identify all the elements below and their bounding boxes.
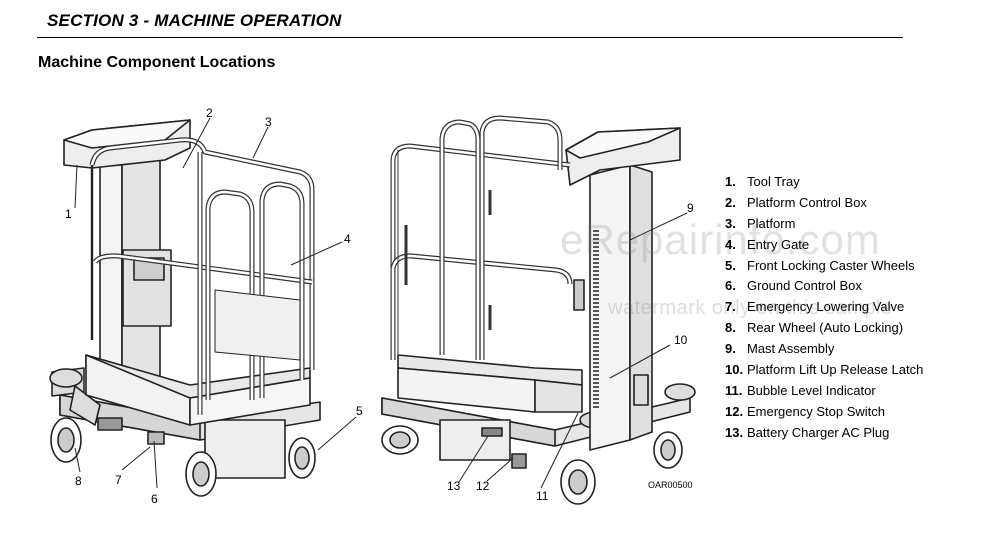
callout-6: 6 [151, 492, 158, 506]
legend-item: 10.Platform Lift Up Release Latch [725, 362, 924, 378]
callout-2: 2 [206, 106, 213, 120]
callout-7: 7 [115, 473, 122, 487]
callout-10: 10 [674, 333, 688, 347]
legend-item: 13.Battery Charger AC Plug [725, 424, 890, 440]
legend-item: 8.Rear Wheel (Auto Locking) [725, 320, 904, 336]
header-rule [37, 37, 903, 38]
component-legend: 1.Tool Tray 2.Platform Control Box 3.Pla… [725, 172, 923, 444]
callout-8: 8 [75, 474, 82, 488]
legend-item: 9.Mast Assembly [725, 341, 835, 357]
watermark-note: watermark only on this sample [608, 297, 893, 319]
legend-item: 12.Emergency Stop Switch [725, 403, 886, 419]
legend-item: 1.Tool Tray [725, 174, 800, 189]
callout-9: 9 [687, 201, 694, 215]
legend-item: 6.Ground Control Box [725, 278, 862, 294]
legend-item: 7.Emergency Lowering Valve [725, 299, 905, 315]
watermark-site: eRepairinfo.com [560, 216, 881, 263]
legend-item: 4.Entry Gate [725, 236, 810, 252]
legend-item: 2.Platform Control Box [725, 194, 867, 210]
callout-13: 13 [447, 479, 461, 493]
callout-12: 12 [476, 479, 490, 493]
legend-item: 5.Front Locking Caster Wheels [725, 257, 915, 273]
section-title: SECTION 3 - MACHINE OPERATION [47, 11, 342, 30]
callout-1: 1 [65, 207, 72, 221]
callout-4: 4 [344, 232, 351, 246]
left-machine-illustration [49, 119, 321, 497]
leader-lines [74, 117, 688, 489]
legend-item: 11.Bubble Level Indicator [725, 382, 876, 398]
figure-id: OAR00500 [648, 480, 693, 490]
legend-item: 3.Platform [725, 215, 796, 231]
right-machine-illustration [381, 115, 696, 505]
page-subtitle: Machine Component Locations [38, 54, 276, 71]
callout-3: 3 [265, 115, 272, 129]
callout-11: 11 [536, 489, 549, 503]
callout-5: 5 [356, 404, 363, 418]
